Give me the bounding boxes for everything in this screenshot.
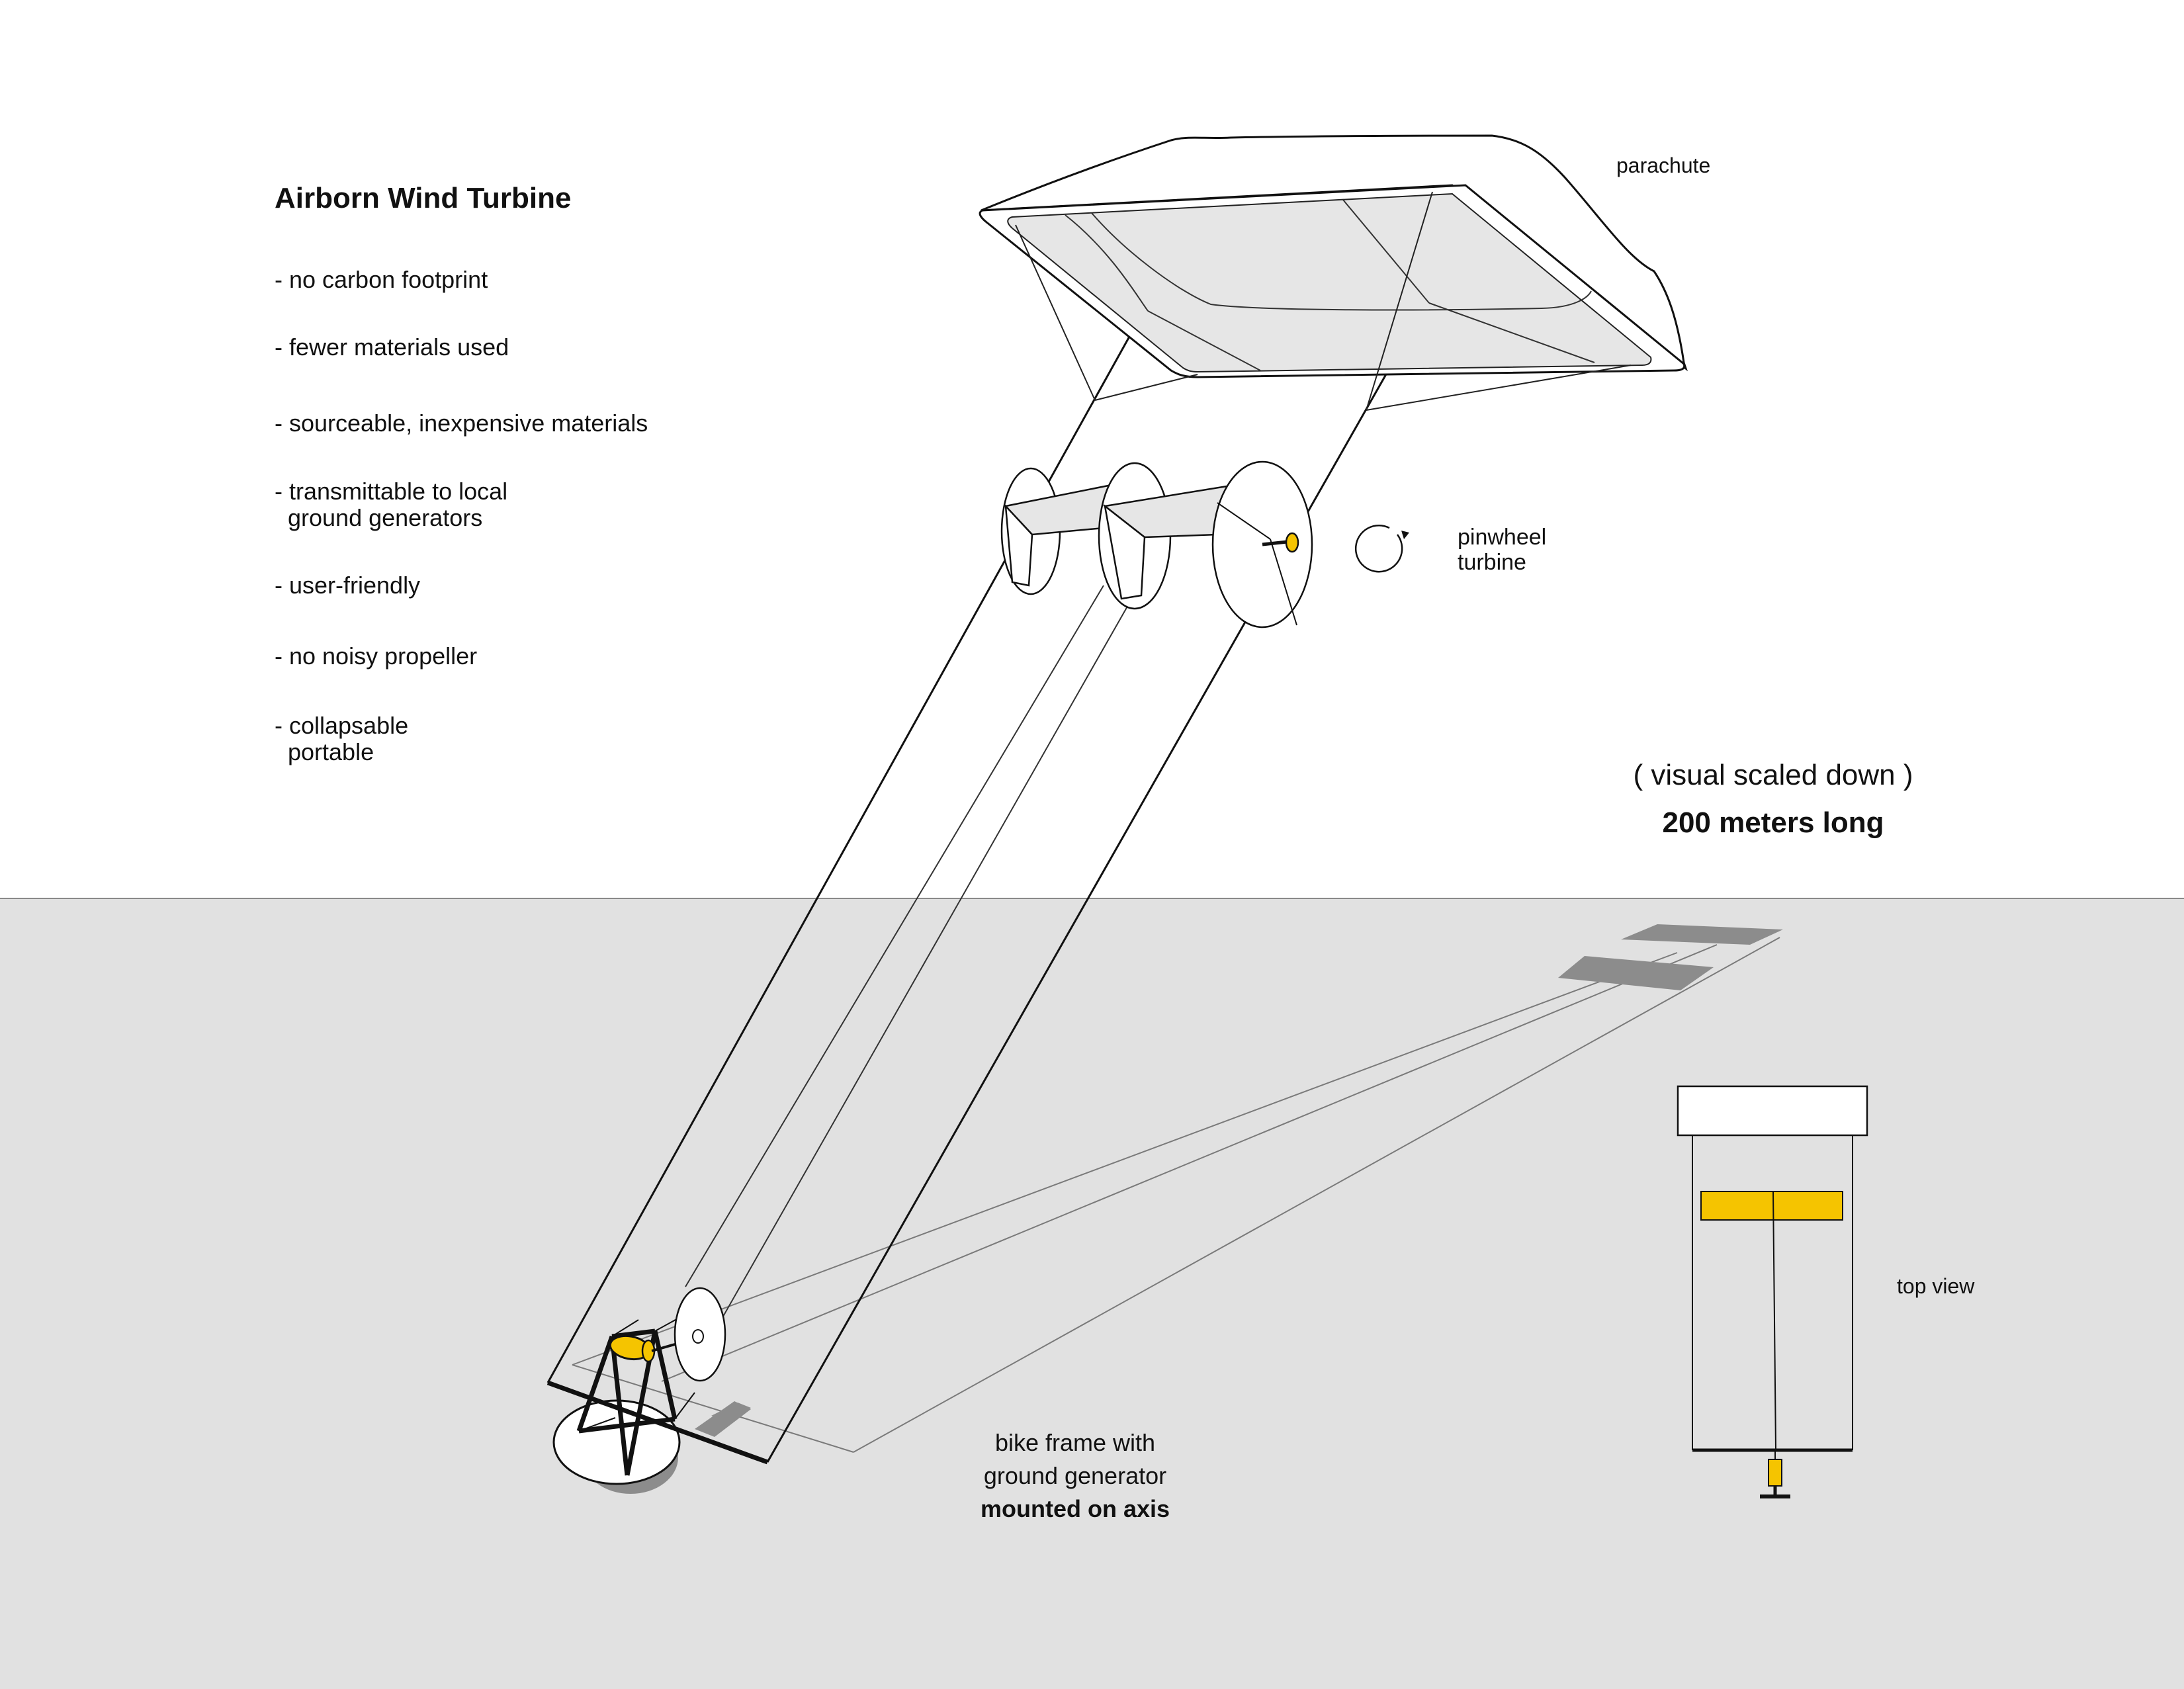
feature-item: - no noisy propeller [275, 642, 478, 670]
feature-item: - user-friendly [275, 572, 421, 599]
top-view-canopy [1677, 1085, 1868, 1137]
bike-frame-label-2: ground generator [983, 1462, 1167, 1489]
turbine-generator [1285, 532, 1299, 553]
top-view-generator [1768, 1459, 1782, 1487]
top-view-diagram [1677, 1085, 1868, 1498]
top-view-label: top view [1897, 1274, 1975, 1298]
parachute-label: parachute [1616, 153, 1711, 177]
feature-item: - collapsable portable [275, 712, 409, 765]
rotation-arrow-icon [1354, 525, 1409, 573]
feature-item: - sourceable, inexpensive materials [275, 410, 648, 437]
ground-generator-assembly [546, 1287, 769, 1485]
parachute [979, 134, 1688, 411]
bike-frame-label-3: mounted on axis [980, 1495, 1170, 1522]
scale-note: ( visual scaled down ) [1633, 759, 1913, 791]
hub-shadow [695, 1401, 751, 1437]
canopy-shadow [1558, 924, 1783, 990]
base-disc [552, 1399, 681, 1485]
turbine-blade-1-face [1004, 503, 1033, 587]
pinwheel-turbine [1000, 460, 1313, 628]
pinwheel-label: pinwheel turbine [1458, 525, 1547, 575]
turbine-blade-2-face [1104, 503, 1146, 600]
ground-plane [0, 898, 2184, 1689]
page-title: Airborn Wind Turbine [275, 182, 572, 214]
parachute-canopy-top [981, 134, 1688, 372]
tether-inner-lines [685, 585, 1140, 1321]
parachute-canopy-panel [1007, 193, 1652, 373]
length-label: 200 meters long [1662, 806, 1884, 839]
parachute-lines [1015, 191, 1632, 411]
top-view-band [1692, 1135, 1853, 1450]
bike-frame-label-1: bike frame with [994, 1429, 1156, 1456]
feature-item: - no carbon footprint [275, 266, 488, 293]
top-view-turbine [1700, 1191, 1843, 1221]
parachute-seams [1065, 199, 1595, 371]
feature-item: - transmittable to local ground generato… [275, 478, 508, 531]
feature-item: - fewer materials used [275, 333, 509, 361]
tether-shadow [572, 937, 1780, 1453]
